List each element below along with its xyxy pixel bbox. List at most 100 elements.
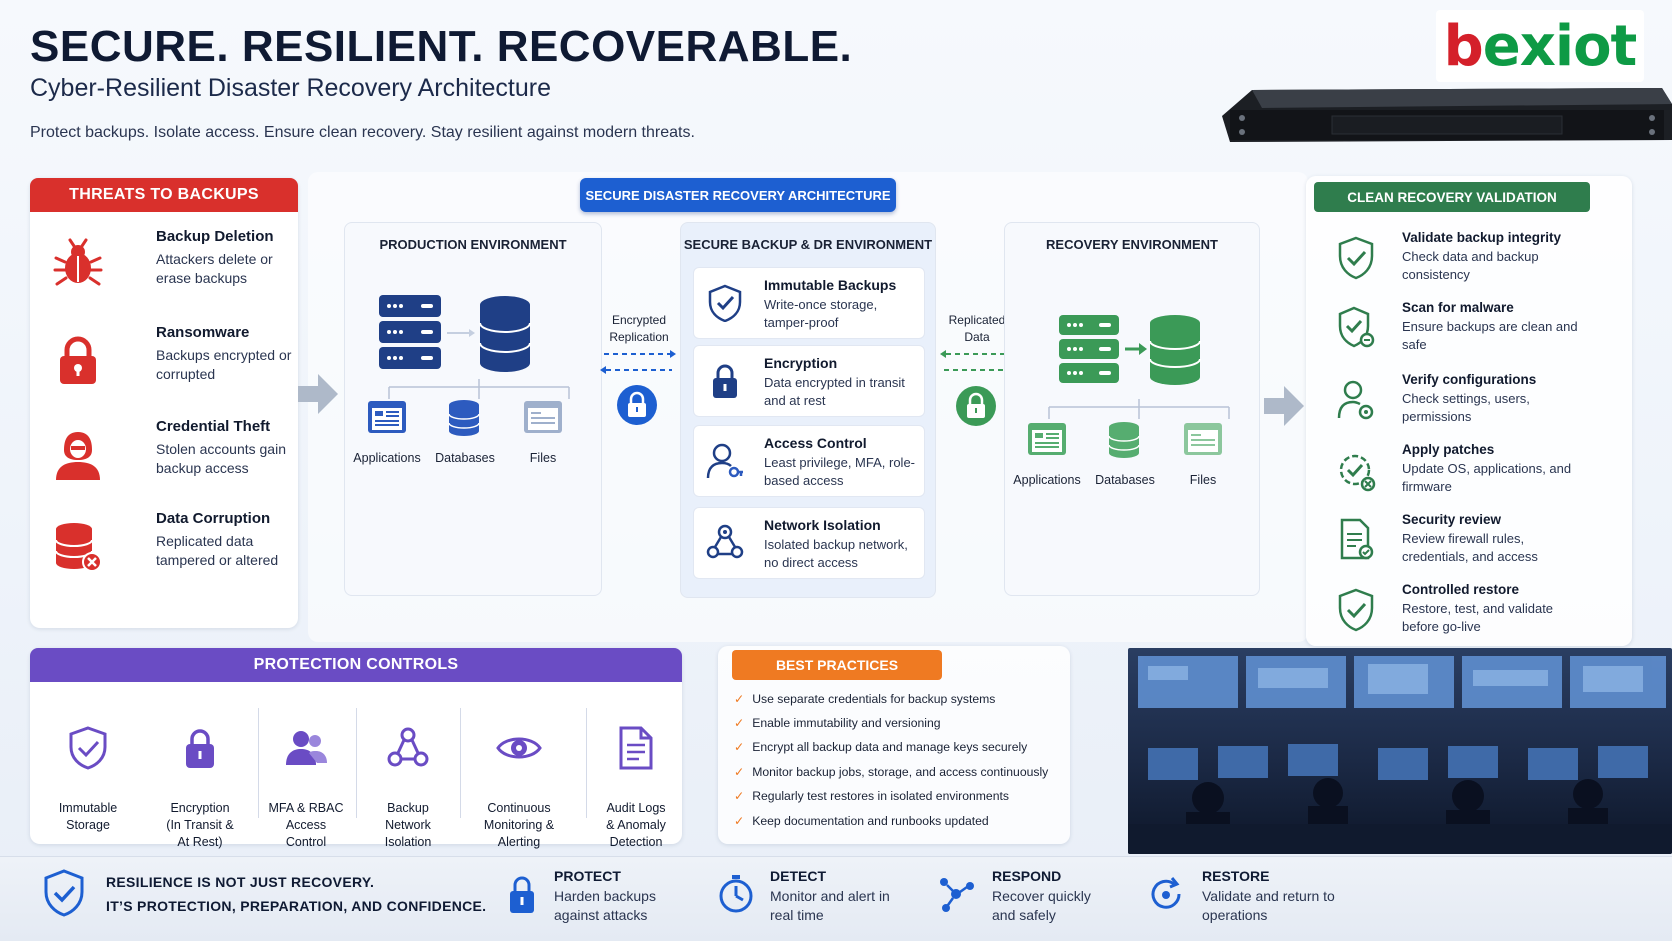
lock-icon [617, 385, 657, 425]
threat-title: Ransomware [156, 324, 250, 341]
rack-server-image [1222, 88, 1672, 142]
threat-title: Credential Theft [156, 418, 271, 435]
threat-data-corruption: Data Corruption Replicated data tampered… [52, 510, 292, 590]
connector-lines [388, 379, 570, 399]
clean-item-patches: Apply patches Update OS, applications, a… [1336, 442, 1636, 502]
control-label: Backup Network Isolation [384, 801, 432, 849]
document-icon [619, 726, 653, 770]
threat-credential-theft: Credential Theft Stolen accounts gain ba… [52, 418, 292, 498]
clean-item-title: Controlled restore [1402, 582, 1520, 597]
databases-icon [448, 400, 480, 436]
divider [586, 708, 587, 818]
files-icon [1184, 423, 1222, 455]
card-encryption: Encryption Data encrypted in transit and… [693, 345, 925, 417]
production-files-label: Files [529, 451, 557, 465]
card-title: Immutable Backups [764, 277, 897, 293]
page-title: SECURE. RESILIENT. RECOVERABLE. [30, 22, 853, 71]
page-subtitle: Cyber-Resilient Disaster Recovery Archit… [30, 74, 552, 102]
check-icon: ✓ [734, 692, 745, 706]
clean-item-desc: Update OS, applications, and firmware [1402, 461, 1572, 494]
architecture-badge: SECURE DISASTER RECOVERY ARCHITECTURE [580, 178, 896, 212]
clean-item-title: Apply patches [1402, 442, 1495, 457]
clean-item-controlled-restore: Controlled restore Restore, test, and va… [1336, 582, 1636, 642]
control-label: Encryption (In Transit & At Rest) [166, 801, 234, 849]
card-access-control: Access Control Least privilege, MFA, rol… [693, 425, 925, 497]
document-check-icon [1340, 518, 1374, 560]
card-desc: Least privilege, MFA, role-based access [764, 455, 916, 488]
production-title: PRODUCTION ENVIRONMENT [379, 237, 567, 252]
divider [356, 708, 357, 818]
card-title: Encryption [764, 355, 838, 371]
control-label: MFA & RBAC Access Control [268, 801, 344, 849]
footer-step-restore: RESTORE Validate and return to operation… [1202, 868, 1342, 925]
step-desc: Monitor and alert in real time [770, 888, 890, 923]
lock-icon [956, 386, 996, 426]
users-icon [286, 731, 327, 765]
footer-slogan-line2: IT’S PROTECTION, PREPARATION, AND CONFID… [106, 898, 487, 914]
clean-item-desc: Check settings, users, permissions [1402, 391, 1530, 424]
best-practice-item: ✓Enable immutability and versioning [734, 716, 941, 730]
control-label: Audit Logs & Anomaly Detection [606, 801, 666, 849]
applications-icon [368, 401, 406, 433]
clean-item-security-review: Security review Review firewall rules, c… [1336, 512, 1636, 572]
threats-panel: THREATS TO BACKUPS Backup Deletion Attac… [30, 178, 298, 628]
database-error-icon [55, 523, 102, 572]
divider [258, 708, 259, 818]
card-desc: Isolated backup network, no direct acces… [764, 537, 908, 570]
shield-check-icon [69, 726, 107, 770]
bidirectional-arrows [600, 350, 676, 374]
shield-check-icon [44, 869, 84, 917]
lock-icon [60, 336, 96, 384]
gear-check-icon [1339, 454, 1376, 492]
backup-environment: SECURE BACKUP & DR ENVIRONMENT Immutable… [680, 222, 936, 598]
control-label: Immutable Storage [58, 801, 118, 832]
threat-ransomware: Ransomware Backups encrypted or corrupte… [52, 324, 292, 404]
best-practice-item: ✓Regularly test restores in isolated env… [734, 789, 1009, 803]
check-icon: ✓ [734, 814, 745, 828]
logo-rest: exiot [1482, 13, 1638, 79]
best-practice-item: ✓Use separate credentials for backup sys… [734, 692, 996, 706]
clean-item-desc: Ensure backups are clean and safe [1402, 319, 1578, 352]
arrow-right-icon [298, 374, 338, 414]
lock-icon [510, 876, 534, 913]
recovery-title: RECOVERY ENVIRONMENT [1046, 237, 1218, 252]
protection-header: PROTECTION CONTROLS [30, 648, 682, 682]
footer-step-respond: RESPOND Recover quickly and safely [992, 868, 1102, 925]
card-title: Access Control [764, 435, 867, 451]
databases-icon [1108, 422, 1140, 458]
shield-check-icon [1338, 236, 1374, 280]
best-practices-header: BEST PRACTICES [732, 650, 942, 680]
hacker-icon [56, 432, 100, 480]
server-database-icon [379, 295, 531, 372]
logo-prefix: b [1443, 13, 1484, 79]
step-desc: Recover quickly and safely [992, 888, 1091, 923]
best-practice-item: ✓Encrypt all backup data and manage keys… [734, 740, 1028, 754]
control-audit-logs: Audit Logs & Anomaly Detection [586, 708, 686, 851]
user-gear-icon [1337, 380, 1374, 420]
network-icon [706, 524, 744, 559]
production-environment: PRODUCTION ENVIRONMENT [344, 222, 602, 596]
threats-header: THREATS TO BACKUPS [30, 178, 298, 212]
card-desc: Write-once storage, tamper-proof [764, 297, 878, 330]
clean-item-desc: Restore, test, and validate before go-li… [1402, 601, 1554, 634]
step-title: PROTECT [554, 868, 621, 884]
user-key-icon [706, 443, 743, 479]
shield-check-icon [708, 284, 742, 322]
control-label: Continuous Monitoring & Alerting [483, 801, 555, 849]
production-databases-label: Databases [435, 451, 495, 465]
clean-item-title: Security review [1402, 512, 1502, 527]
recovery-environment: RECOVERY ENVIRONMENT [1004, 222, 1260, 596]
clean-item-title: Verify configurations [1402, 372, 1537, 387]
bug-icon [53, 238, 103, 286]
threat-desc: Replicated data tampered or altered [156, 533, 279, 568]
lock-icon [186, 729, 214, 768]
encrypted-replication-label: Encrypted Replication [609, 313, 669, 344]
footer-bar [0, 856, 1672, 941]
shield-scan-icon [1338, 306, 1375, 348]
recovery-applications-label: Applications [1013, 473, 1081, 487]
divider [460, 708, 461, 818]
arrow-right-icon [1264, 386, 1304, 426]
refresh-icon [1151, 877, 1181, 909]
applications-icon [1028, 423, 1066, 455]
best-practice-item: ✓Monitor backup jobs, storage, and acces… [734, 765, 1049, 779]
